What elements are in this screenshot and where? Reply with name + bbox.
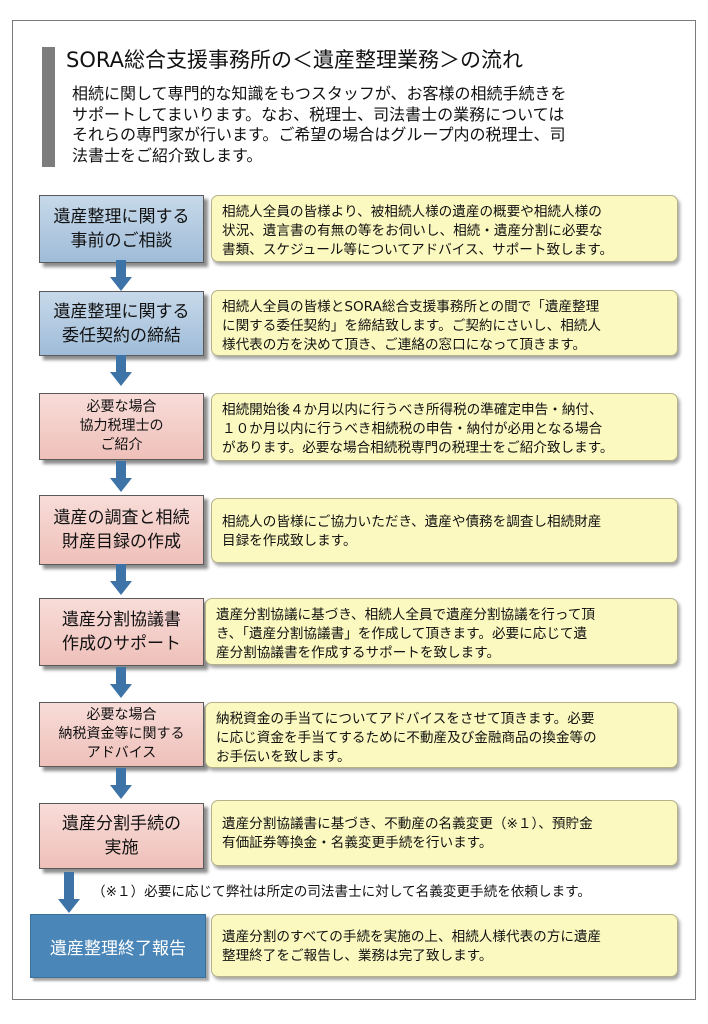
step-4-description: 相続人の皆様にご協力いただき、遺産や債務を調査し相続財産 目録を作成致します。 [211, 498, 678, 563]
description-line: 納税資金の手当てについてアドバイスをさせて頂きます。必要 [216, 711, 595, 727]
step-1-label: 遺産整理に関する [53, 207, 190, 227]
step-1-label: 事前のご相談 [70, 231, 173, 251]
description-line: 遺産分割協議に基づき、相続人全員で遺産分割協議を行って頂 [216, 607, 595, 623]
step-7-label: 実施 [104, 838, 139, 858]
intro-line: 相続に関して専門的な知識をもつスタッフが、お客様の相続手続きを [72, 84, 567, 103]
flow-arrow-icon [110, 667, 132, 699]
step-6-label: アドバイス [86, 745, 157, 761]
description-line: お手伝いを致します。 [216, 749, 351, 765]
step-4-box: 遺産の調査と相続 財産目録の作成 [39, 495, 204, 565]
description-line: 産分割協議書を作成するサポートを致します。 [216, 645, 501, 661]
description-line: 相続人の皆様にご協力いただき、遺産や債務を調査し相続財産 [222, 514, 602, 530]
description-line: き、「遺産分割協議書」を作成して頂きます。必要に応じて遺 [216, 626, 588, 642]
intro-line: それらの専門家が行います。ご希望の場合はグループ内の税理士、司 [72, 125, 566, 144]
footnote: （※１）必要に応じて弊社は所定の司法書士に対して名義変更手続を依頼します。 [92, 884, 591, 900]
description-line: 書類、スケジュール等についてアドバイス、サポート致します。 [222, 242, 614, 258]
step-5-description: 遺産分割協議に基づき、相続人全員で遺産分割協議を行って頂 き、「遺産分割協議書」… [205, 598, 678, 665]
step-3-description: 相続開始後４か月以内に行うべき所得税の準確定申告・納付、 １０か月以内に行うべき… [211, 393, 678, 461]
step-6-label: 納税資金等に関する [58, 726, 185, 742]
step-3-label: 協力税理士の [79, 418, 164, 434]
page-title: SORA総合支援事務所の＜遺産整理業務＞の流れ [66, 48, 523, 72]
step-6-label: 必要な場合 [86, 707, 157, 723]
flow-arrow-icon [110, 768, 132, 800]
flow-arrow-icon [58, 872, 80, 914]
description-line: 様代表の方を決めて頂き、ご連絡の窓口になって頂きます。 [222, 337, 587, 353]
step-8-description: 遺産分割のすべての手続を実施の上、相続人様代表の方に遺産 整理終了をご報告し、業… [211, 914, 678, 977]
header-accent-bar [42, 47, 55, 167]
step-5-box: 遺産分割協議書 作成のサポート [39, 598, 204, 666]
flow-arrow-icon [110, 260, 132, 292]
step-5-label: 作成のサポート [62, 634, 181, 654]
description-line: 目録を作成致します。 [222, 533, 357, 549]
flow-arrow-icon [110, 461, 132, 493]
intro-line: サポートしてまいります。なお、税理士、司法書士の業務については [72, 104, 565, 124]
step-2-label: 遺産整理に関する [53, 301, 190, 322]
description-line: 遺産分割協議書に基づき、不動産の名義変更（※１）、預貯金 [222, 816, 593, 832]
step-5-label: 遺産分割協議書 [62, 610, 181, 630]
step-1-box: 遺産整理に関する 事前のご相談 [39, 195, 204, 263]
intro-text: 相続に関して専門的な知識をもつスタッフが、お客様の相続手続きを サポートしてまい… [72, 84, 672, 166]
description-line: 相続開始後４か月以内に行うべき所得税の準確定申告・納付、 [222, 402, 603, 418]
step-6-box: 必要な場合 納税資金等に関する アドバイス [39, 702, 204, 767]
step-7-label: 遺産分割手続の [62, 814, 181, 834]
step-6-description: 納税資金の手当てについてアドバイスをさせて頂きます。必要 に応じ資金を手当てする… [205, 702, 678, 768]
step-3-box: 必要な場合 協力税理士の ご紹介 [39, 393, 204, 460]
step-1-description: 相続人全員の皆様より、被相続人様の遺産の概要や相続人様の 状況、遺言書の有無の等… [211, 195, 678, 262]
description-line: があります。必要な場合相続税専門の税理士をご紹介致します。 [222, 440, 614, 456]
step-4-label: 遺産の調査と相続 [53, 508, 190, 528]
description-line: 有価証券等換金・名義変更手続を行います。 [222, 835, 493, 851]
step-8-box: 遺産整理終了報告 [30, 914, 206, 978]
step-4-label: 財産目録の作成 [62, 532, 181, 552]
step-3-label: ご紹介 [100, 437, 143, 453]
description-line: 相続人全員の皆様とSORA総合支援事務所との間で「遺産整理 [222, 299, 600, 315]
intro-line: 法書士をご紹介致します。 [72, 145, 263, 165]
description-line: に関する委任契約」を締結致します。ご契約にさいし、相続人 [222, 318, 601, 334]
flow-arrow-icon [110, 564, 132, 596]
step-7-description: 遺産分割協議書に基づき、不動産の名義変更（※１）、預貯金 有価証券等換金・名義変… [211, 800, 678, 866]
step-7-box: 遺産分割手続の 実施 [39, 803, 204, 869]
flow-arrow-icon [110, 355, 132, 387]
description-line: １０か月以内に行うべき相続税の申告・納付が必用となる場合 [222, 421, 603, 437]
description-line: 状況、遺言書の有無の等をお伺いし、相続・遺産分割に必要な [222, 223, 603, 239]
step-3-label: 必要な場合 [86, 399, 157, 415]
step-2-label: 委任契約の締結 [62, 325, 181, 346]
description-line: 相続人全員の皆様より、被相続人様の遺産の概要や相続人様の [222, 204, 602, 220]
step-2-description: 相続人全員の皆様とSORA総合支援事務所との間で「遺産整理 に関する委任契約」を… [211, 290, 678, 356]
step-2-box: 遺産整理に関する 委任契約の締結 [39, 291, 204, 356]
description-line: 整理終了をご報告し、業務は完了致します。 [222, 948, 493, 964]
description-line: 遺産分割のすべての手続を実施の上、相続人様代表の方に遺産 [222, 929, 602, 945]
step-8-label: 遺産整理終了報告 [50, 938, 186, 959]
page-frame [12, 20, 696, 1000]
description-line: に応じ資金を手当てするために不動産及び金融商品の換金等の [216, 730, 597, 746]
